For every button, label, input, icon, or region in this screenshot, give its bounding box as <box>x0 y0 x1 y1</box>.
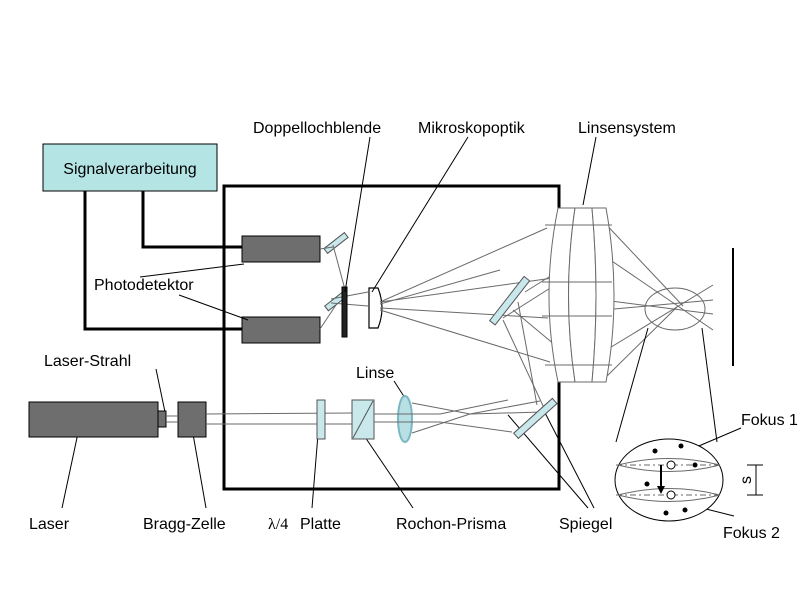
lens <box>397 395 413 443</box>
laser-beam-label: Laser-Strahl <box>44 353 131 370</box>
mirror-lower <box>512 397 558 440</box>
zoom-line-right <box>701 327 718 443</box>
quarter-wave-symbol: λ/4 <box>268 516 288 533</box>
laser-label: Laser <box>29 516 70 533</box>
incoming-beams <box>166 412 355 425</box>
lens-system <box>542 207 615 383</box>
double-pinhole <box>341 286 348 338</box>
double-pinhole-label: Doppellochblende <box>253 120 381 137</box>
laser-body <box>28 401 159 438</box>
signal-processing-box: Signalverarbeitung <box>42 143 218 192</box>
focus-detail <box>614 438 724 522</box>
bragg-cell <box>177 401 207 438</box>
ray-bundle <box>374 217 714 434</box>
rochon-prism-label: Rochon-Prisma <box>396 516 506 533</box>
lens-system-label: Linsensystem <box>578 120 676 137</box>
signal-cable-lower <box>83 191 242 331</box>
mirror-label: Spiegel <box>559 516 612 533</box>
mirror-upper <box>488 275 531 326</box>
quarter-wave-plate <box>316 399 326 440</box>
rochon-prism <box>351 399 375 440</box>
zoom-line-left <box>615 327 649 443</box>
signal-cable-upper <box>141 191 242 249</box>
bragg-cell-label: Bragg-Zelle <box>143 516 226 533</box>
photodetector-upper <box>241 235 321 263</box>
measurement-volume <box>644 287 706 331</box>
laser-aperture <box>157 410 167 428</box>
photodetector-label: Photodetektor <box>94 277 194 294</box>
focus-1-label: Fokus 1 <box>741 412 798 429</box>
microscope-optics-label: Mikroskopoptik <box>418 120 526 137</box>
lens-label: Linse <box>356 365 394 382</box>
photodetector-lower <box>241 316 321 344</box>
separation-label: s <box>738 476 755 484</box>
separation-dimension <box>747 464 763 496</box>
signal-processing-label: Signalverarbeitung <box>63 161 196 178</box>
fold-mirror-upper <box>323 231 349 255</box>
focus-2-label: Fokus 2 <box>723 525 780 542</box>
quarter-wave-plate-label: Platte <box>300 516 341 533</box>
